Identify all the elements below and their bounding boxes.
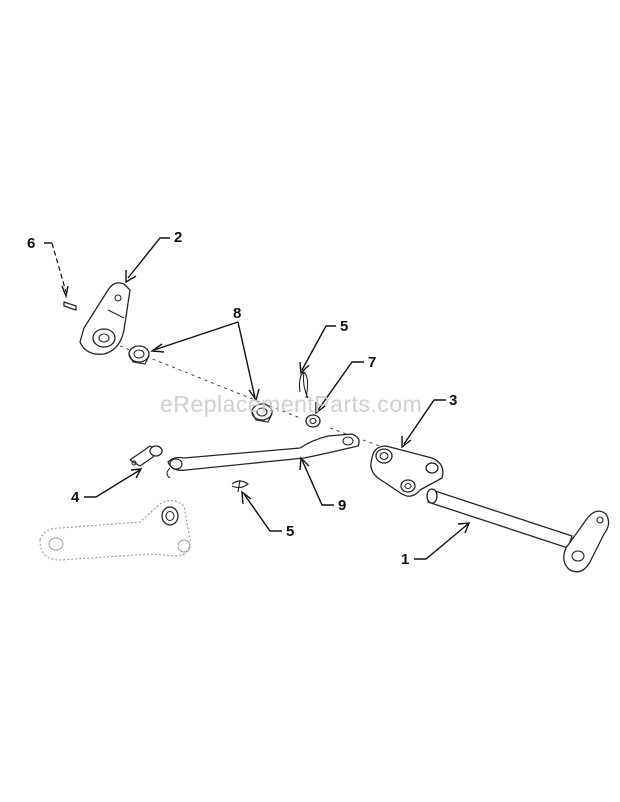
callout-4: 4	[71, 489, 80, 506]
callout-8: 8	[233, 305, 241, 322]
callout-6: 6	[27, 235, 35, 252]
part-8-bushing-upper	[128, 345, 150, 365]
background-lever	[39, 499, 191, 561]
part-4-clevis-pin	[129, 445, 163, 467]
callout-5-upper: 5	[340, 318, 348, 335]
callout-2: 2	[174, 229, 182, 246]
callout-1: 1	[401, 551, 409, 568]
part-5-clip-lower	[231, 479, 249, 493]
callout-7: 7	[368, 354, 376, 371]
leader-lines	[44, 237, 471, 560]
callout-5-lower: 5	[286, 523, 294, 540]
callout-9: 9	[338, 497, 346, 514]
part-7-washer	[305, 414, 321, 428]
watermark-text: eReplacementParts.com	[160, 391, 422, 417]
part-2-bracket	[79, 282, 131, 355]
centerline-upper	[119, 345, 301, 419]
part-8-bushing-lower	[251, 403, 273, 423]
part-6-pin	[63, 301, 77, 311]
part-9-rod	[166, 433, 360, 479]
part-3-pivot-bracket	[370, 445, 444, 497]
part-5-clip-upper	[298, 371, 309, 399]
part-1-cross-shaft	[426, 488, 610, 573]
callout-3: 3	[449, 392, 457, 409]
